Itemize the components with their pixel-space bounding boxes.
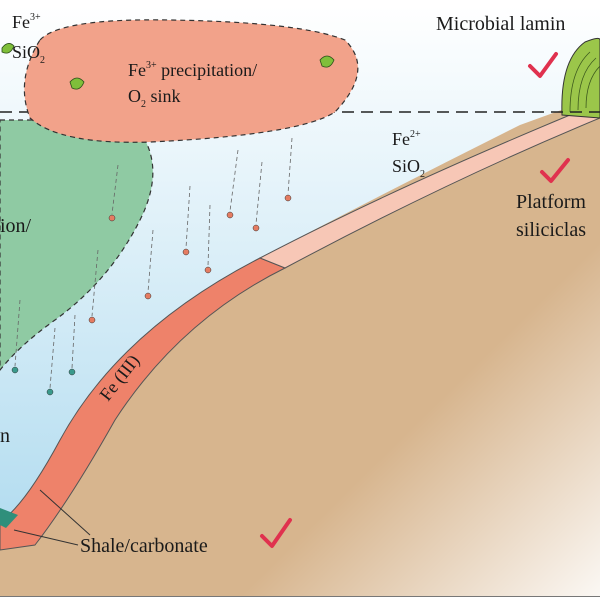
particle-dot [226,211,234,219]
shale-carbonate-label: Shale/carbonate [80,535,208,557]
particle-trails [11,137,293,396]
check-icon [540,158,570,183]
particle-dot [46,388,54,396]
shale-leader-line-2 [39,489,91,536]
precipitation-label-line2: O2 sink [128,86,181,110]
particle-trail [229,149,239,212]
green-grain-icon [69,77,85,90]
green-zone-label: ion/ [0,215,32,237]
sio2-mid-label: SiO2 [392,156,425,180]
sio2-top-label: SiO2 [12,42,45,66]
check-icon [260,518,292,548]
particle-dot [88,316,96,324]
particle-trail [255,161,263,225]
particle-trail [49,327,56,389]
platform-label-line1: Platform [516,191,586,213]
particle-dot [284,194,292,202]
particle-trail [111,164,119,215]
particle-dot [68,368,76,376]
precipitation-label-line1: Fe3+ precipitation/ [128,60,257,80]
basin-label: n [0,425,10,447]
particle-trail [147,229,154,293]
platform-label-line2: siliciclas [516,219,586,241]
particle-trail [287,137,293,195]
particle-dot [144,292,152,300]
green-grain-icon [319,55,335,68]
particle-dot [11,366,19,374]
fe2-label: Fe2+ [392,129,421,149]
particle-trail [185,185,191,249]
microbial-laminite-label: Microbial lamin [436,13,565,35]
shale-leader-line [13,529,79,546]
green-grain-icon [1,43,15,54]
check-icon [528,52,558,78]
fade-overlay [0,6,600,596]
particle-dot [252,224,260,232]
particle-dot [182,248,190,256]
fe3-top-label: Fe3+ [12,12,41,32]
particle-dot [204,266,212,274]
particle-dot [108,214,116,222]
particle-trail [207,204,211,267]
particle-trail [71,314,76,369]
